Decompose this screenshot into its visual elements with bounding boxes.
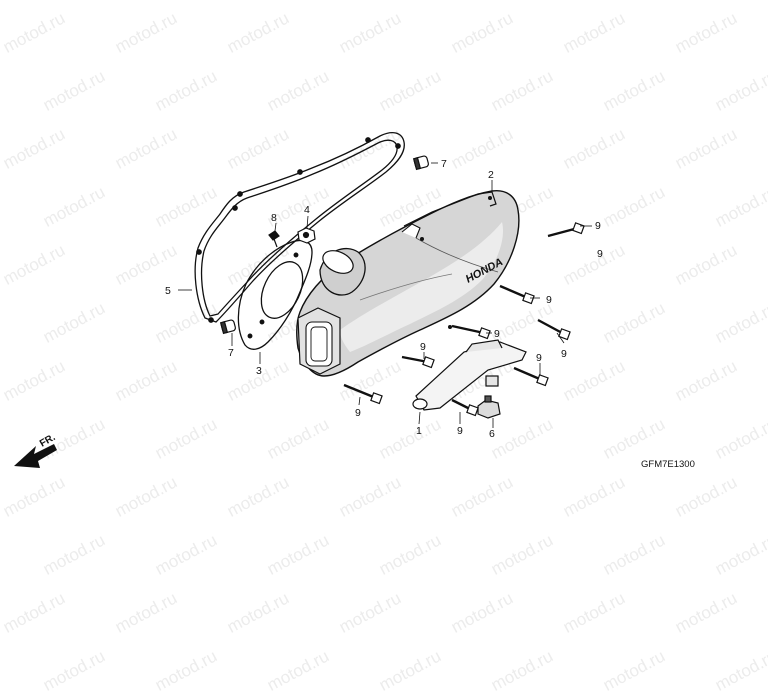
watermark-text: motod.ru (40, 646, 109, 695)
bolt-head (478, 327, 491, 340)
callout-6: 6 (489, 428, 495, 440)
callout-8: 8 (271, 212, 277, 224)
watermark-text: motod.ru (0, 588, 69, 637)
front-arrow-icon (14, 444, 57, 468)
callouts: 7 2 8 4 5 7 3 9 9 9 9 9 9 9 1 9 6 9 (165, 158, 603, 440)
callout-9-extra: 9 (595, 220, 601, 232)
screw-part-8 (268, 230, 280, 248)
bolt-head (572, 222, 585, 235)
bolt-head (536, 374, 549, 387)
callout-9-lower-left: 9 (355, 407, 361, 419)
rubber-mount-part-6 (477, 395, 501, 419)
watermark-text: motod.ru (712, 646, 768, 695)
watermark-text: motod.ru (672, 588, 741, 637)
watermark-text: motod.ru (112, 588, 181, 637)
inner-plate-part-3 (237, 239, 313, 350)
watermark-text: motod.ru (488, 646, 557, 695)
dowel-pin-upper (412, 155, 429, 171)
callout-9-right-mid: 9 (546, 294, 552, 306)
watermark-text: motod.ru (560, 588, 629, 637)
left-crankcase-cover-part-2 (295, 189, 520, 377)
bolt-head (422, 356, 435, 369)
diagram-code: GFM7E1300 (641, 459, 695, 470)
watermark-text: motod.ru (152, 646, 221, 695)
bolt-shaft (513, 366, 543, 382)
bolt-head (522, 292, 535, 305)
watermark-text: motod.ru (264, 646, 333, 695)
callout-7-lower: 7 (228, 347, 234, 359)
gasket-part-5 (194, 131, 405, 323)
callout-9-bottom: 9 (457, 425, 463, 437)
watermark-text: motod.ru (448, 588, 517, 637)
bolt-head (558, 328, 571, 341)
bolts-group (343, 222, 585, 417)
callout-7-upper: 7 (441, 158, 447, 170)
callout-9-right-lower: 9 (561, 348, 567, 360)
watermark-text: motod.ru (224, 588, 293, 637)
watermark-text: motod.ru (600, 646, 669, 695)
callout-4: 4 (304, 204, 310, 216)
front-arrow: FR. (14, 432, 58, 468)
callout-9-bracket-right: 9 (536, 352, 542, 364)
callout-9-right-top: 9 (597, 248, 603, 260)
bolt-head (370, 392, 383, 405)
watermark-text: motod.ru (376, 646, 445, 695)
callout-5: 5 (165, 285, 171, 297)
callout-2: 2 (488, 169, 494, 181)
callout-3: 3 (256, 365, 262, 377)
bolt-shaft (451, 324, 485, 335)
callout-9-center: 9 (494, 328, 500, 340)
parts-diagram: HONDA 7 2 8 4 5 7 (14, 131, 603, 468)
bolt-shaft (343, 383, 377, 400)
dowel-pin-lower (219, 319, 236, 335)
callout-9-mid-left: 9 (420, 341, 426, 353)
bolt-shaft (499, 284, 529, 300)
nut-part-4 (297, 227, 316, 244)
bracket-part-1 (412, 339, 527, 411)
watermark-text: motod.ru (336, 588, 405, 637)
callout-1: 1 (416, 425, 422, 437)
bolt-shaft (537, 318, 565, 336)
bolt-head (466, 404, 479, 417)
leader-lines (178, 162, 592, 428)
